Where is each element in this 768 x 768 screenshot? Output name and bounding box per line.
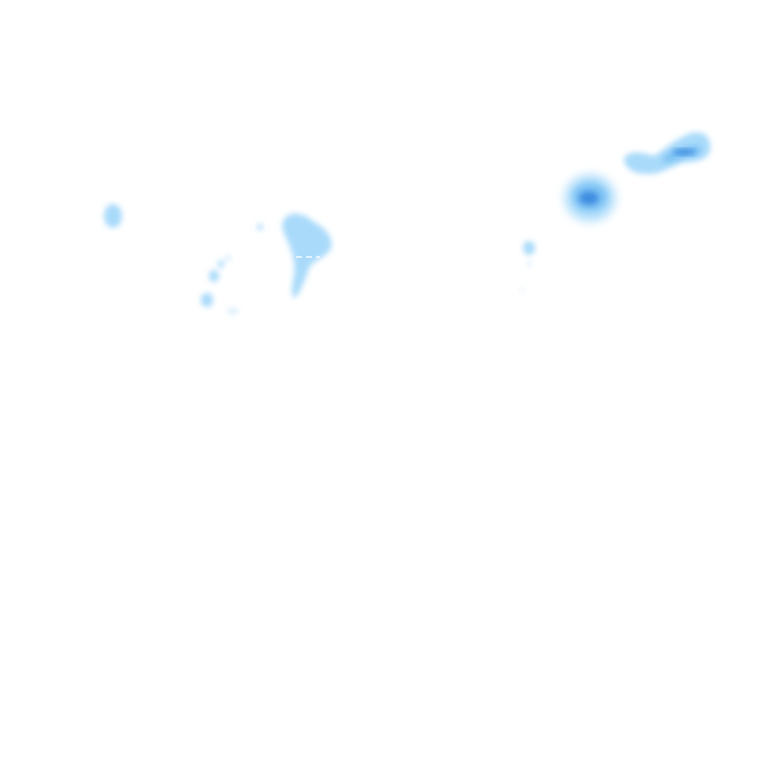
cell-northeast-band [624,132,711,174]
cell-west-small [104,204,122,228]
cell-center-island [257,213,332,298]
cell-east-small [520,241,535,292]
cell-center-fragments [201,256,239,314]
cell-east-core [565,175,615,221]
